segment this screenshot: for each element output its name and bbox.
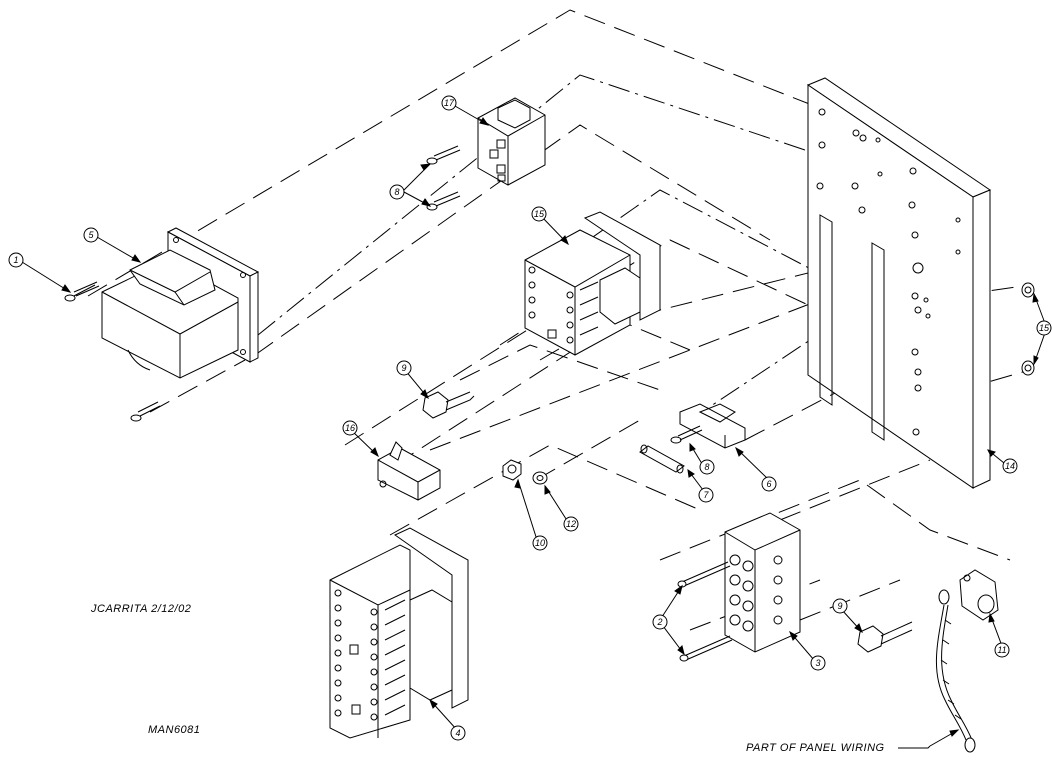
screws-part-2 [677,561,733,662]
screw-lower-transformer [130,401,161,422]
nut-part-10 [502,459,522,481]
callout-5: 5 [83,227,99,243]
contactor-part-4 [329,527,469,739]
screw-part-1 [64,281,100,302]
callout-label-15: 15 [1039,323,1050,333]
panel-wiring-note: PART OF PANEL WIRING [746,742,885,754]
relay-part-17 [477,97,546,186]
callout-label: 7 [703,490,709,500]
callout-label: 12 [566,519,576,529]
fuse-part-7 [639,444,685,474]
callout-10: 10 [532,535,548,551]
callout-17: 17 [441,95,457,111]
washers-part-15 [1021,282,1035,376]
callout-label: 16 [345,423,355,433]
terminal-block-part-3 [724,512,801,653]
callout-6: 6 [761,476,777,492]
ground-lug-part-11 [959,569,999,621]
panel-wiring-leader [898,745,931,749]
callout-label: 4 [455,728,460,738]
callout-9-upper: 9 [396,360,412,376]
callout-4: 4 [450,725,466,741]
callout-label: 8 [704,462,709,472]
bolt-part-9-lower [857,621,913,653]
callout-label: 14 [1005,461,1015,471]
callout-label: 3 [815,658,820,668]
callout-label: 1 [13,255,18,265]
callout-7: 7 [698,487,714,503]
fuse-holder-part-6 [679,403,746,449]
callout-11: 11 [994,642,1010,658]
callout-label: 17 [444,98,455,108]
callout-8-upper: 8 [389,184,405,200]
callout-label: 11 [997,645,1006,655]
screw-part-8-lower [670,425,703,444]
screws-part-8-upper [426,145,461,211]
callout-label: 5 [88,230,94,240]
leader-lines [21,105,1047,747]
callout-13: 15 [531,206,547,222]
bracket-part-16 [377,441,441,501]
washer-part-12 [532,471,548,485]
callout-3: 3 [810,655,826,671]
callout-8-lower: 8 [699,459,715,475]
callout-label: 6 [766,479,771,489]
callout-12: 12 [563,516,579,532]
callout-2: 2 [652,614,668,630]
callout-label: 2 [656,617,662,627]
callout-label: 8 [394,187,399,197]
callout-label: 9 [837,601,842,611]
mounting-panel [806,77,992,489]
bolt-part-9-upper [422,391,475,419]
callout-label: 10 [535,538,545,548]
callout-14: 14 [1002,458,1018,474]
callout-9-lower: 9 [832,598,848,614]
drawing-number: MAN6081 [148,724,200,736]
contactor-part-13 [524,211,661,356]
ground-wire [935,589,976,753]
author-date-note: JCARRITA 2/12/02 [90,603,191,615]
callout-1: 1 [8,252,24,268]
callout-15: 15 [1036,320,1052,336]
callout-label: 9 [401,363,406,373]
callout-label: 15 [534,209,545,219]
transformer [101,227,260,379]
callout-16: 16 [342,420,358,436]
